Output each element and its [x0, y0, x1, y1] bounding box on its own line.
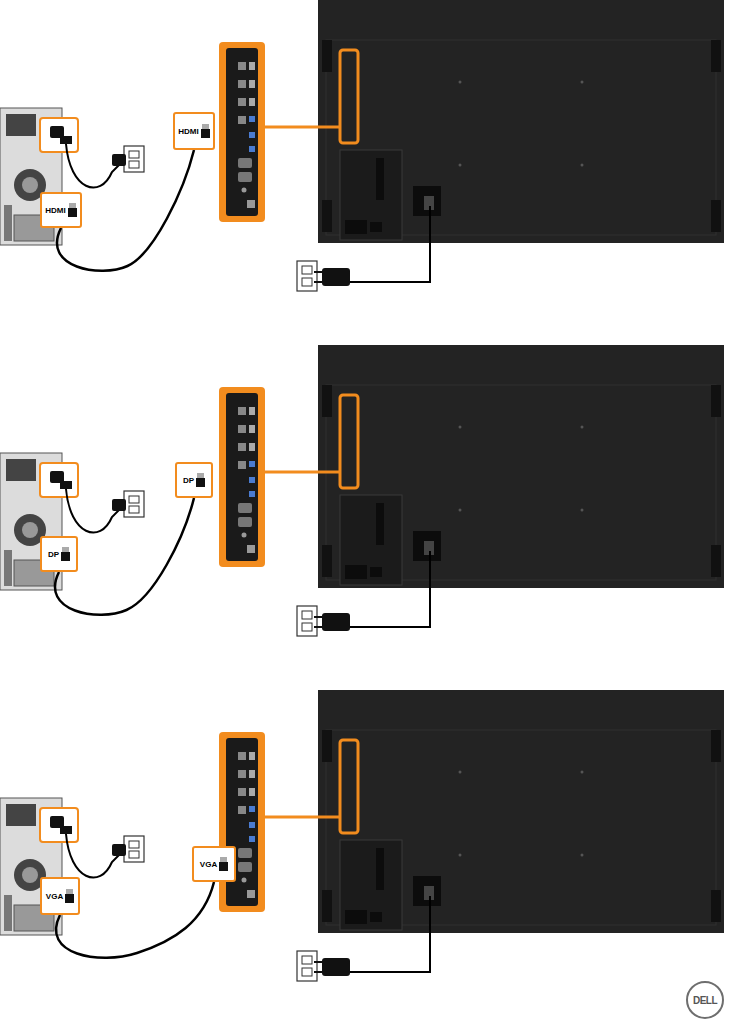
port-label: DP [48, 550, 59, 559]
plug-icon [219, 857, 228, 871]
callout-box: DP [40, 536, 78, 572]
plug-icon [201, 124, 210, 138]
plug-icon [65, 889, 74, 903]
plug-icon [196, 473, 205, 487]
port-label: VGA [200, 860, 217, 869]
plug-icon [61, 547, 70, 561]
port-label: DP [183, 476, 194, 485]
port-label: HDMI [178, 127, 198, 136]
callout-box: VGA [40, 877, 80, 915]
callout-box: DP [175, 462, 213, 498]
callout-box: HDMI [40, 192, 82, 228]
brand-logo: DELL [686, 981, 724, 1019]
plug-icon [68, 203, 77, 217]
callout-box: HDMI [173, 112, 215, 150]
port-label: VGA [46, 892, 63, 901]
callout-box: VGA [192, 846, 236, 882]
port-label: HDMI [45, 206, 65, 215]
logo-text: DELL [693, 995, 717, 1006]
